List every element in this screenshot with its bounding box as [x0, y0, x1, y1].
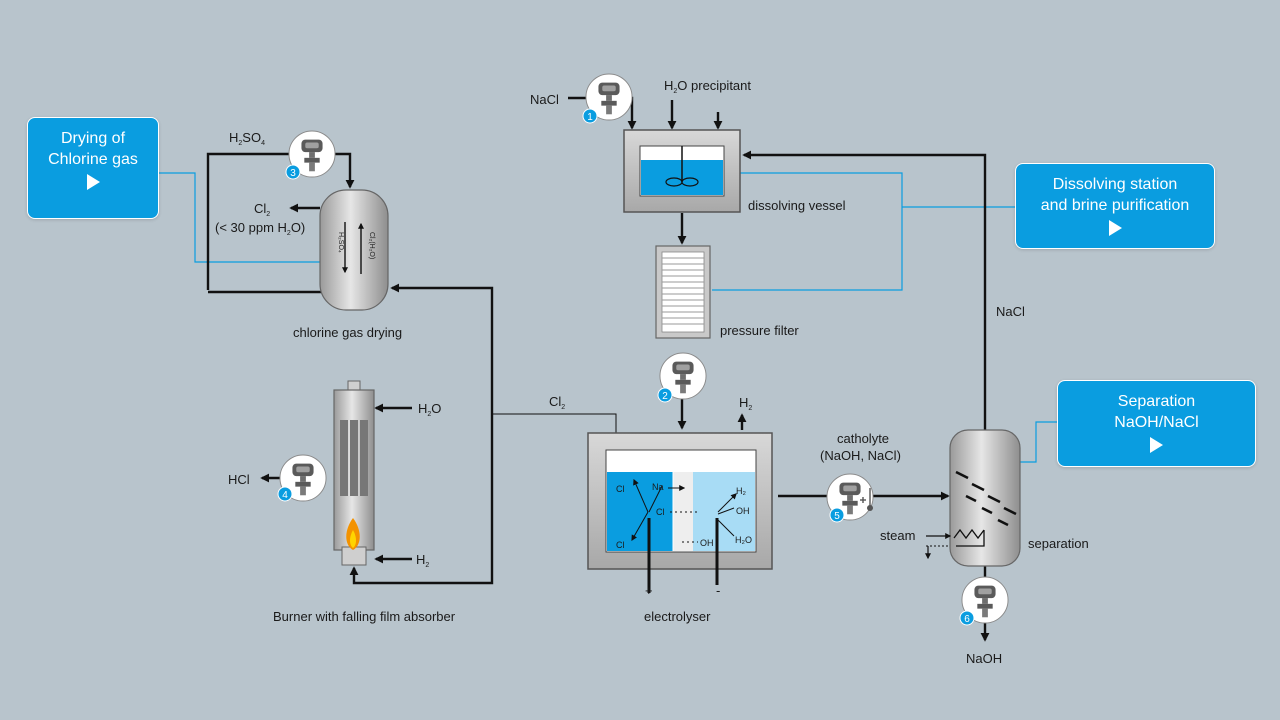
h2o-burner-label: H2O [418, 401, 441, 418]
cell-h2: H₂ [736, 486, 746, 496]
transmitter-1[interactable]: 1 [582, 73, 633, 124]
cell-cl-bot: Cl [616, 540, 625, 550]
cell-cl-top: Cl [616, 484, 625, 494]
callout-line-2: Chlorine gas [48, 151, 138, 168]
callout-line-1: Separation [1117, 393, 1196, 410]
signal-lines [158, 172, 1058, 463]
chlorine-gas-drying-label: chlorine gas drying [293, 325, 402, 340]
electrolyser-cell [587, 432, 773, 593]
dissolving-callout-button[interactable]: Dissolving station and brine purificatio… [1015, 163, 1215, 249]
catholyte-label: catholyte [837, 431, 889, 446]
callout-line-2: and brine purification [1040, 197, 1190, 214]
play-icon [1150, 437, 1163, 453]
h2-top-label: H2 [739, 395, 752, 412]
transmitter-5[interactable]: 5 [826, 473, 874, 523]
dissolving-vessel-label: dissolving vessel [748, 198, 846, 213]
callout-line-1: Dissolving station [1052, 176, 1178, 193]
drying-callout-button[interactable]: Drying of Chlorine gas [27, 117, 159, 219]
column-h2so4-label: H₂SO₄ [337, 232, 344, 253]
transmitter-6[interactable]: 6 [959, 576, 1009, 626]
hcl-label: HCl [228, 472, 250, 487]
cell-na: Na [652, 482, 664, 492]
anode-plus-label: + [645, 583, 653, 598]
burner-absorber [333, 380, 375, 566]
svg-text:1: 1 [587, 112, 593, 123]
cell-oh-top: OH [736, 506, 750, 516]
steam-label: steam [880, 528, 915, 543]
svg-text:4: 4 [282, 490, 288, 501]
separation-callout-button[interactable]: Separation NaOH/NaCl [1057, 380, 1256, 467]
dissolving-vessel [623, 129, 741, 213]
h2-burner-label: H2 [416, 552, 429, 569]
play-icon [86, 174, 100, 190]
chlorine-drying-column [319, 189, 389, 311]
transmitter-2[interactable]: 2 [657, 352, 707, 403]
nacl-feed-label: NaCl [530, 92, 559, 107]
svg-text:2: 2 [662, 391, 668, 402]
cl2-out-label: Cl2 [254, 201, 270, 218]
h2so4-label: H2SO4 [229, 130, 265, 147]
cl2-ppm-label: (< 30 ppm H2O) [215, 220, 305, 237]
burner-caption: Burner with falling film absorber [273, 609, 456, 624]
separation-column [925, 429, 1021, 567]
pressure-filter-label: pressure filter [720, 323, 799, 338]
cl2-line-label: Cl2 [549, 394, 565, 411]
h2o-precipitant-label: H2O precipitant [664, 78, 751, 95]
cathode-minus-label: - [716, 583, 720, 598]
play-icon [1108, 220, 1122, 236]
cl2-feed-line [492, 413, 617, 434]
catholyte-sub-label: (NaOH, NaCl) [820, 448, 901, 463]
cell-oh-mid: OH [700, 538, 714, 548]
cell-cl-mid: Cl [656, 507, 665, 517]
pressure-filter [655, 245, 711, 339]
transmitter-3[interactable]: 3 [285, 130, 336, 180]
cell-h2o: H₂O [735, 535, 752, 545]
electrolyser-label: electrolyser [644, 609, 711, 624]
svg-text:6: 6 [964, 614, 970, 625]
nacl-return-label: NaCl [996, 304, 1025, 319]
naoh-label: NaOH [966, 651, 1002, 666]
separation-label: separation [1028, 536, 1089, 551]
callout-line-2: NaOH/NaCl [1114, 414, 1199, 431]
labels: NaCl H2O precipitant H2SO4 Cl2 (< 30 ppm… [215, 78, 1089, 666]
column-cl2-h2o-label: Cl₂(H₂O) [368, 232, 375, 259]
transmitter-4[interactable]: 4 [277, 454, 327, 502]
svg-text:5: 5 [834, 511, 840, 522]
callout-line-1: Drying of [60, 130, 126, 147]
svg-text:3: 3 [290, 168, 296, 179]
